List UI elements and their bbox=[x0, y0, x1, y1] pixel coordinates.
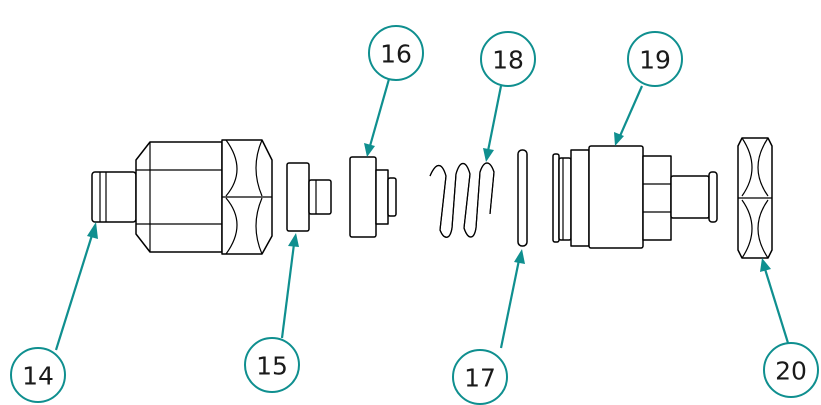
balloon-20: 20 bbox=[763, 342, 819, 398]
leader-14 bbox=[54, 222, 98, 351]
balloon-label-20: 20 bbox=[775, 357, 807, 386]
balloon-19: 19 bbox=[627, 31, 683, 87]
balloon-16: 16 bbox=[368, 25, 424, 81]
balloon-label-16: 16 bbox=[380, 40, 412, 69]
leader-19 bbox=[614, 85, 644, 146]
leader-20 bbox=[760, 258, 790, 344]
balloon-18: 18 bbox=[480, 31, 536, 87]
part-15-stepped-plug bbox=[286, 162, 332, 232]
balloon-label-19: 19 bbox=[639, 46, 671, 75]
part-14-threaded-body bbox=[91, 139, 273, 255]
part-17-thin-ring bbox=[517, 149, 528, 247]
part-20-hex-nut bbox=[737, 137, 773, 259]
balloon-15: 15 bbox=[244, 337, 300, 393]
leader-15 bbox=[280, 233, 299, 339]
part-18-coil-spring bbox=[429, 162, 495, 238]
balloon-label-14: 14 bbox=[22, 362, 54, 391]
balloon-label-15: 15 bbox=[256, 352, 288, 381]
balloon-label-17: 17 bbox=[464, 364, 496, 393]
part-19-outlet-body bbox=[552, 145, 718, 249]
leader-17 bbox=[499, 249, 525, 349]
part-16-valve-insert bbox=[349, 156, 397, 238]
balloon-17: 17 bbox=[452, 349, 508, 405]
balloon-14: 14 bbox=[10, 347, 66, 403]
balloon-label-18: 18 bbox=[492, 46, 524, 75]
leader-18 bbox=[483, 85, 503, 162]
leader-16 bbox=[364, 78, 391, 157]
